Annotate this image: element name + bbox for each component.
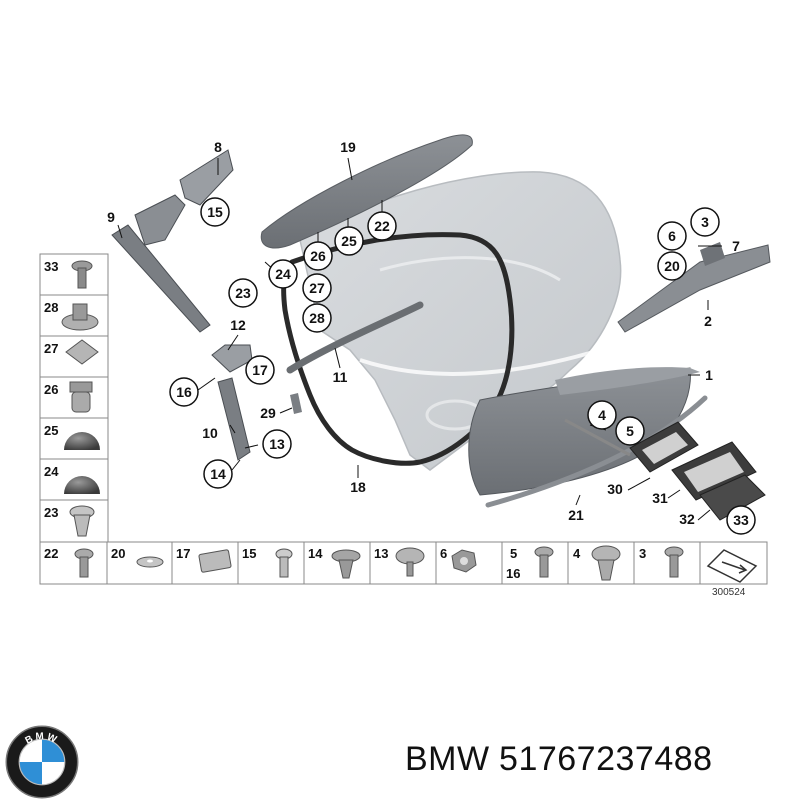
callout-25: 25 xyxy=(341,233,357,249)
legend-27: 27 xyxy=(44,341,58,356)
part-number: 51767237488 xyxy=(499,740,713,778)
legend-4: 4 xyxy=(573,546,581,561)
rivet-13-icon xyxy=(395,547,425,577)
legend-22: 22 xyxy=(44,546,58,561)
screw-22-icon xyxy=(74,548,94,578)
cap-25-icon xyxy=(64,432,100,450)
callout-labels: 8 9 19 12 11 10 29 18 1 2 7 30 31 32 21 xyxy=(107,139,740,527)
legend-25: 25 xyxy=(44,423,58,438)
circled-numbers: 15 22 25 26 24 23 27 28 17 16 13 14 3 6 … xyxy=(176,204,749,528)
rivet-14-icon xyxy=(331,549,361,579)
legend-14: 14 xyxy=(308,546,323,561)
nut-28-icon xyxy=(61,303,99,331)
washer-20-icon xyxy=(136,556,164,568)
legend-bottom-parts xyxy=(74,545,758,583)
bracket-10 xyxy=(217,377,251,461)
callout-5: 5 xyxy=(626,423,634,439)
callout-9: 9 xyxy=(107,209,115,225)
chrome-strip-4 xyxy=(564,418,631,457)
plate-frame-32 xyxy=(699,474,766,521)
right-rail xyxy=(617,242,771,333)
legend-26: 26 xyxy=(44,382,58,397)
legend-24: 24 xyxy=(44,464,59,479)
grommet-26-icon xyxy=(69,381,93,413)
legend-left-labels: 33 28 27 26 25 24 23 xyxy=(44,259,59,520)
lid-seal xyxy=(281,232,515,466)
bracket-12 xyxy=(211,344,253,373)
screw-3-icon xyxy=(664,546,684,578)
callout-27: 27 xyxy=(309,280,325,296)
logo-letters: BMW xyxy=(23,731,58,747)
callout-32: 32 xyxy=(679,511,695,527)
legend-17: 17 xyxy=(176,546,190,561)
callout-12: 12 xyxy=(230,317,246,333)
legend-bottom-grid xyxy=(39,541,768,585)
legend-13: 13 xyxy=(374,546,388,561)
legend-5: 5 xyxy=(510,546,517,561)
callout-4: 4 xyxy=(598,407,606,423)
left-pillar-trim xyxy=(111,149,234,333)
nut-6-icon xyxy=(451,549,477,573)
callout-10: 10 xyxy=(202,425,218,441)
callout-13: 13 xyxy=(269,436,285,452)
legend-6: 6 xyxy=(440,546,447,561)
circled-callouts xyxy=(169,197,756,535)
drawing-number: 300524 xyxy=(712,587,746,598)
legend-16: 16 xyxy=(506,566,520,581)
legend-left-parts xyxy=(61,260,100,537)
callout-21: 21 xyxy=(568,507,584,523)
plate-frame-30 xyxy=(629,421,699,473)
callout-15: 15 xyxy=(207,204,223,220)
legend-33: 33 xyxy=(44,259,58,274)
callout-14: 14 xyxy=(210,466,226,482)
callout-11: 11 xyxy=(333,369,348,385)
plate-frame-31 xyxy=(671,441,757,501)
legend-15: 15 xyxy=(242,546,256,561)
callout-16: 16 xyxy=(176,384,192,400)
callout-17: 17 xyxy=(252,362,268,378)
callout-33: 33 xyxy=(733,512,749,528)
brand-name: BMW xyxy=(405,740,490,778)
callout-3: 3 xyxy=(701,214,709,230)
callout-1: 1 xyxy=(705,367,713,383)
callout-8: 8 xyxy=(214,139,222,155)
callout-19: 19 xyxy=(340,139,356,155)
callout-2: 2 xyxy=(704,313,712,329)
orientation-arrow-icon xyxy=(706,549,758,583)
svg-text:BMW: BMW xyxy=(23,731,60,747)
pushpin-15-icon xyxy=(275,548,293,578)
screw-5-icon xyxy=(534,546,554,578)
clip-27-icon xyxy=(65,339,99,365)
callout-28: 28 xyxy=(309,310,325,326)
legend-23: 23 xyxy=(44,505,58,520)
clip-29 xyxy=(290,393,302,414)
callout-6: 6 xyxy=(668,228,676,244)
rear-spoiler xyxy=(260,134,473,249)
callout-7: 7 xyxy=(732,238,740,254)
legend-28: 28 xyxy=(44,300,58,315)
legend-3: 3 xyxy=(639,546,646,561)
callout-22: 22 xyxy=(374,218,390,234)
callout-29: 29 xyxy=(260,405,276,421)
callout-23: 23 xyxy=(235,285,251,301)
trim-strip-21 xyxy=(485,395,708,508)
screw-33-icon xyxy=(71,260,93,289)
legend-bottom-labels: 22 20 17 15 14 13 6 5 16 4 3 xyxy=(44,546,646,581)
part-label: BMW 51767237488 xyxy=(405,740,713,779)
legend-20: 20 xyxy=(111,546,125,561)
callout-18: 18 xyxy=(350,479,366,495)
rivet-4-icon xyxy=(591,545,621,581)
seal-strip-left xyxy=(286,301,424,374)
callout-30: 30 xyxy=(607,481,623,497)
clip-17-icon xyxy=(198,549,232,573)
cap-24-icon xyxy=(64,476,100,494)
callout-26: 26 xyxy=(310,248,326,264)
bmw-logo: BMW xyxy=(5,725,79,799)
rivet-23-icon xyxy=(69,505,95,537)
callout-20: 20 xyxy=(664,258,680,274)
callout-24: 24 xyxy=(275,266,291,282)
callout-31: 31 xyxy=(652,490,668,506)
